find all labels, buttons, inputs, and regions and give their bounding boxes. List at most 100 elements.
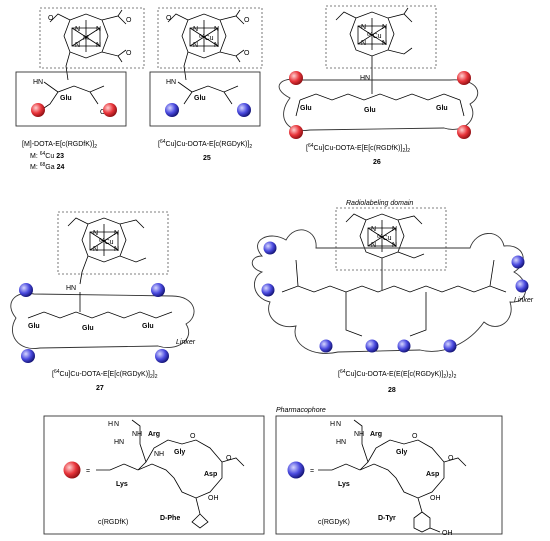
metal-iso-26: 64	[367, 32, 373, 38]
compound-number-25: 25	[203, 155, 211, 162]
m2-prefix: M:	[30, 164, 40, 171]
red-sphere-23b	[103, 103, 117, 117]
legend-name-rgdfk: c(RGDfK)	[98, 519, 128, 526]
red-sphere-26c	[289, 125, 303, 139]
svg-text:N: N	[114, 230, 119, 237]
caption-28-mid: )	[446, 371, 448, 378]
caption-28-iso: 64	[340, 369, 346, 375]
atom-nh2-rgdfk: NH	[154, 451, 164, 458]
svg-text:N: N	[392, 242, 397, 249]
linker-box-25	[149, 71, 261, 127]
caption-28-sub: 2	[443, 374, 446, 380]
radiolabeling-label-28: Radiolabeling domain	[346, 200, 413, 207]
metal-iso-27: 64	[99, 238, 105, 244]
linker-box-23	[15, 71, 127, 127]
blue-sphere-28b	[261, 283, 275, 297]
svg-text:N: N	[193, 26, 198, 33]
m1-iso: 64	[40, 151, 46, 157]
svg-text:64Cu: 64Cu	[99, 238, 114, 246]
residue-label-26a: Glu	[300, 105, 312, 112]
metal-el-27: Cu	[105, 239, 114, 246]
atom-oh-rgdfk: OH	[208, 495, 219, 502]
svg-text:N: N	[371, 226, 376, 233]
blue-sphere-27b	[151, 283, 165, 297]
red-sphere-23a	[31, 103, 45, 117]
linker-label-27: Linker	[176, 339, 196, 346]
m2-el: Ga	[45, 164, 54, 171]
blue-sphere-legend	[287, 461, 305, 479]
dota-box-27	[57, 211, 169, 275]
caption-23-name: [M]-DOTA-E[c(RGDfK)]	[22, 141, 94, 148]
linker-label-28: Linker	[514, 297, 534, 304]
metal-el-25: Cu	[205, 35, 214, 42]
caption-26-iso: 64	[308, 143, 314, 149]
caption-26-name: Cu]Cu-DOTA-E[E[c(RGDfK)]	[314, 145, 403, 152]
atom-hn-rgdyk: HN	[336, 439, 346, 446]
svg-text:N: N	[392, 226, 397, 233]
legend-box-rgdyk	[275, 415, 503, 535]
caption-25-sub: 2	[249, 144, 252, 150]
residue-asp-rgdyk: Asp	[426, 471, 439, 478]
compound-number-23: 23	[56, 153, 64, 160]
svg-text:O: O	[48, 15, 54, 22]
metal-el-26: Cu	[373, 33, 382, 40]
red-sphere-26d	[457, 125, 471, 139]
atom-oh-rgdyk: OH	[430, 495, 441, 502]
svg-text:64Cu: 64Cu	[199, 34, 214, 42]
atom-n-rgdfk: N	[114, 421, 119, 428]
compound-number-27: 27	[96, 385, 104, 392]
dota-box-26	[325, 5, 437, 69]
residue-label-26b: Glu	[364, 107, 376, 114]
caption-23-sub: 2	[94, 144, 97, 150]
caption-27-name: Cu]Cu-DOTA-E[E[c(RGDyK)]	[60, 371, 151, 378]
svg-text:N: N	[114, 246, 119, 253]
blue-sphere-28a	[263, 241, 277, 255]
svg-text:O: O	[244, 50, 250, 57]
residue-gly-rgdyk: Gly	[396, 449, 407, 456]
svg-text:[64Cu]Cu-DOTA-E[c(RGDyK)]2: [64Cu]Cu-DOTA-E[c(RGDyK)]2	[158, 139, 252, 150]
linker-outline-28	[251, 229, 526, 354]
svg-text:O: O	[100, 109, 106, 116]
blue-sphere-28g	[511, 255, 525, 269]
compound-23-24: N N N N M O O O HN Glu O [M]-DOTA-E[c(RG…	[15, 7, 145, 171]
blue-sphere-28e	[397, 339, 411, 353]
m1-el: Cu	[45, 153, 54, 160]
svg-text:N: N	[75, 42, 80, 49]
red-sphere-26a	[289, 71, 303, 85]
svg-text:N: N	[382, 24, 387, 31]
svg-text:N: N	[93, 246, 98, 253]
compound-26: N N N N 64Cu HN Glu Glu Glu [64Cu]Cu-DOT…	[278, 5, 479, 166]
residue-dphe-rgdfk: D-Phe	[160, 515, 180, 522]
m1-prefix: M:	[30, 153, 40, 160]
svg-text:N: N	[361, 40, 366, 47]
atom-o2-rgdyk: O	[448, 455, 454, 462]
blue-sphere-28h	[515, 279, 529, 293]
svg-text:O: O	[244, 17, 250, 24]
svg-text:[M]-DOTA-E[c(RGDfK)]2: [M]-DOTA-E[c(RGDfK)]2	[22, 141, 97, 150]
metal-label-23: M	[83, 35, 89, 42]
legend-name-rgdyk: c(RGDyK)	[318, 519, 350, 526]
blue-sphere-25b	[237, 103, 251, 117]
amine-label-23: HN	[33, 79, 43, 86]
atom-h-rgdyk: H	[330, 421, 335, 428]
dota-box-23	[39, 7, 145, 69]
residue-label-27b: Glu	[82, 325, 94, 332]
caption-26-end: ]	[405, 145, 407, 152]
svg-text:[64Cu]Cu-DOTA-E[E[c(RGDfK)]2]2: [64Cu]Cu-DOTA-E[E[c(RGDfK)]2]2	[306, 143, 410, 154]
svg-text:64Cu: 64Cu	[367, 32, 382, 40]
amine-label-25: HN	[166, 79, 176, 86]
svg-text:64Cu: 64Cu	[377, 234, 392, 242]
svg-text:N: N	[96, 42, 101, 49]
blue-sphere-27d	[155, 349, 169, 363]
atom-o2-rgdfk: O	[226, 455, 232, 462]
legend-rgdfk: = H N NH HN Arg Gly Asp Lys D-Phe NH O O…	[43, 415, 265, 535]
residue-label-25: Glu	[194, 95, 206, 102]
compound-number-26: 26	[373, 159, 381, 166]
residue-label-26c: Glu	[436, 105, 448, 112]
metal-iso-25: 64	[199, 34, 205, 40]
blue-sphere-28d	[365, 339, 379, 353]
